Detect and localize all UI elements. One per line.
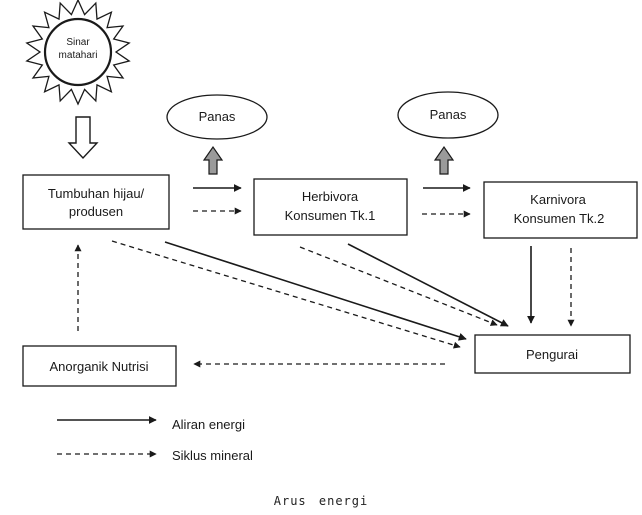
carnivore-box <box>483 181 638 239</box>
heat-up-arrow-left-icon <box>202 145 224 175</box>
legend-energy-label: Aliran energi <box>172 417 245 432</box>
carnivore-label-line2: Konsumen Tk.2 <box>514 211 605 226</box>
decomposer-box <box>474 334 631 374</box>
energy-arrow-herbivore-decomposer <box>347 243 509 327</box>
sun-disc <box>43 17 113 87</box>
herbivore-label-line2: Konsumen Tk.1 <box>285 208 376 223</box>
carnivore-label-line1: Karnivora <box>530 192 586 207</box>
sun-icon: Sinar matahari <box>25 0 131 106</box>
inorganic-box <box>22 345 177 387</box>
heat-ellipse-right <box>397 91 499 139</box>
heat-label-left: Panas <box>199 109 236 124</box>
sunlight-arrow-icon <box>67 116 99 160</box>
energy-arrow-producer-decomposer <box>164 241 467 341</box>
herbivore-box <box>253 178 408 236</box>
legend-mineral-label: Siklus mineral <box>172 448 253 463</box>
heat-up-arrow-right-icon <box>433 145 455 175</box>
producer-label-line2: produsen <box>69 204 123 219</box>
heat-label-right: Panas <box>430 107 467 122</box>
producer-label-line1: Tumbuhan hijau/ <box>48 186 145 201</box>
mineral-arrow-herbivore-decomposer <box>299 246 498 326</box>
herbivore-label-line1: Herbivora <box>302 189 359 204</box>
heat-ellipse-left <box>166 94 268 140</box>
producer-box <box>22 174 170 230</box>
mineral-arrow-producer-decomposer <box>111 240 461 349</box>
sun-label-line1: Sinar <box>66 37 90 48</box>
sun-label-line2: matahari <box>59 50 98 61</box>
figure-caption: Arus energi <box>273 494 369 508</box>
decomposer-label: Pengurai <box>526 347 578 362</box>
inorganic-label: Anorganik Nutrisi <box>50 359 149 374</box>
